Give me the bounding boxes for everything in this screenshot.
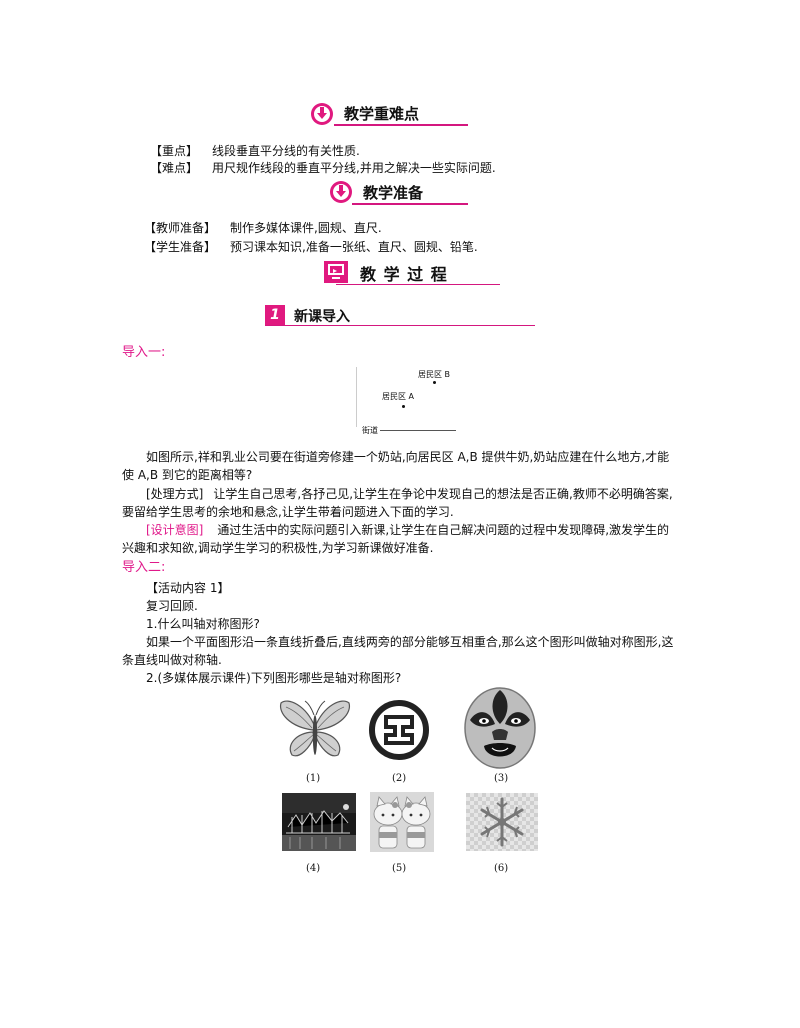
figure-caption-2: (2) bbox=[392, 773, 407, 784]
section-rule bbox=[336, 284, 500, 285]
difficulty-label: 【难点】 bbox=[150, 161, 199, 175]
teacher-prep-label: 【教师准备】 bbox=[144, 221, 217, 235]
section-rule bbox=[334, 124, 468, 126]
point-a bbox=[402, 405, 405, 408]
monitor-icon bbox=[324, 261, 348, 283]
section-title-key-points: 教学重难点 bbox=[344, 105, 420, 123]
intro1-question-line1: 如图所示,祥和乳业公司要在街道旁修建一个奶站,向居民区 A,B 提供牛奶,奶站应… bbox=[146, 450, 670, 464]
review-text: 复习回顾. bbox=[146, 599, 198, 613]
snowflake-image bbox=[466, 793, 538, 851]
label-street: 街道 bbox=[362, 426, 378, 435]
activity-label: 【活动内容 1】 bbox=[146, 581, 230, 595]
figure-caption-3: (3) bbox=[494, 773, 509, 784]
map-figure: 居民区 B 居民区 A 街道 bbox=[356, 365, 466, 435]
intro1-question-line2: 使 A,B 到它的距离相等? bbox=[122, 468, 253, 482]
section-rule bbox=[352, 203, 468, 205]
key-point-text: 线段垂直平分线的有关性质. bbox=[212, 144, 360, 158]
design-text-1: 通过生活中的实际问题引入新课,让学生在自己解决问题的过程中发现障碍,激发学生的 bbox=[217, 523, 670, 537]
student-prep-label: 【学生准备】 bbox=[144, 240, 217, 254]
key-point-label: 【重点】 bbox=[150, 144, 199, 158]
method-line2: 要留给学生思考的余地和悬念,让学生带着问题进入下面的学习. bbox=[122, 505, 454, 519]
night-scene-image bbox=[282, 793, 356, 851]
section-title-process: 教 学 过 程 bbox=[360, 265, 448, 284]
difficulty-text: 用尺规作线段的垂直平分线,并用之解决一些实际问题. bbox=[212, 161, 496, 175]
teacher-prep-text: 制作多媒体课件,圆规、直尺. bbox=[230, 221, 382, 235]
part-number-badge: 1 bbox=[265, 305, 285, 325]
design-line2: 兴趣和求知欲,调动学生学习的积极性,为学习新课做好准备. bbox=[122, 541, 434, 555]
point-b bbox=[433, 381, 436, 384]
student-prep-text: 预习课本知识,准备一张纸、直尺、圆规、铅笔. bbox=[230, 240, 478, 254]
figure-caption-4: (4) bbox=[306, 863, 321, 874]
butterfly-icon bbox=[279, 700, 351, 757]
figure-caption-5: (5) bbox=[392, 863, 407, 874]
question-2: 2.(多媒体展示课件)下列图形哪些是轴对称图形? bbox=[146, 671, 402, 685]
map-left-edge bbox=[356, 367, 357, 427]
download-arrow-icon bbox=[330, 181, 352, 203]
download-arrow-icon bbox=[311, 103, 333, 125]
key-point-row: 【重点】线段垂直平分线的有关性质. bbox=[150, 143, 360, 160]
label-residential-b: 居民区 B bbox=[418, 370, 451, 379]
method-text-1: 让学生自己思考,各抒己见,让学生在争论中发现自己的想法是否正确,教师不必明确答案… bbox=[213, 487, 673, 501]
method-line1: [处理方式] 让学生自己思考,各抒己见,让学生在争论中发现自己的想法是否正确,教师… bbox=[146, 486, 673, 503]
teacher-prep-row: 【教师准备】制作多媒体课件,圆规、直尺. bbox=[144, 220, 382, 237]
student-prep-row: 【学生准备】预习课本知识,准备一张纸、直尺、圆规、铅笔. bbox=[144, 239, 478, 256]
answer-1-line1: 如果一个平面图形沿一条直线折叠后,直线两旁的部分能够互相重合,那么这个图形叫做轴… bbox=[146, 635, 674, 649]
label-residential-a: 居民区 A bbox=[382, 392, 415, 401]
hello-kitty-image bbox=[370, 792, 434, 852]
design-label: [设计意图] bbox=[146, 523, 204, 537]
intro2-heading: 导入二: bbox=[122, 560, 166, 575]
intro1-heading: 导入一: bbox=[122, 345, 166, 360]
answer-1-line2: 条直线叫做对称轴. bbox=[122, 653, 222, 667]
street-line bbox=[380, 430, 456, 431]
method-label: [处理方式] bbox=[146, 487, 204, 501]
figure-caption-6: (6) bbox=[494, 863, 509, 874]
bank-logo-icon bbox=[369, 700, 429, 760]
part-rule bbox=[265, 325, 535, 326]
opera-mask-icon bbox=[464, 687, 536, 769]
difficulty-row: 【难点】用尺规作线段的垂直平分线,并用之解决一些实际问题. bbox=[150, 160, 496, 177]
section-title-preparation: 教学准备 bbox=[363, 184, 424, 202]
design-line1: [设计意图] 通过生活中的实际问题引入新课,让学生在自己解决问题的过程中发现障碍,… bbox=[146, 522, 669, 539]
question-1: 1.什么叫轴对称图形? bbox=[146, 617, 260, 631]
part-title: 新课导入 bbox=[294, 309, 350, 325]
figure-caption-1: (1) bbox=[306, 773, 321, 784]
part-number: 1 bbox=[270, 307, 280, 323]
